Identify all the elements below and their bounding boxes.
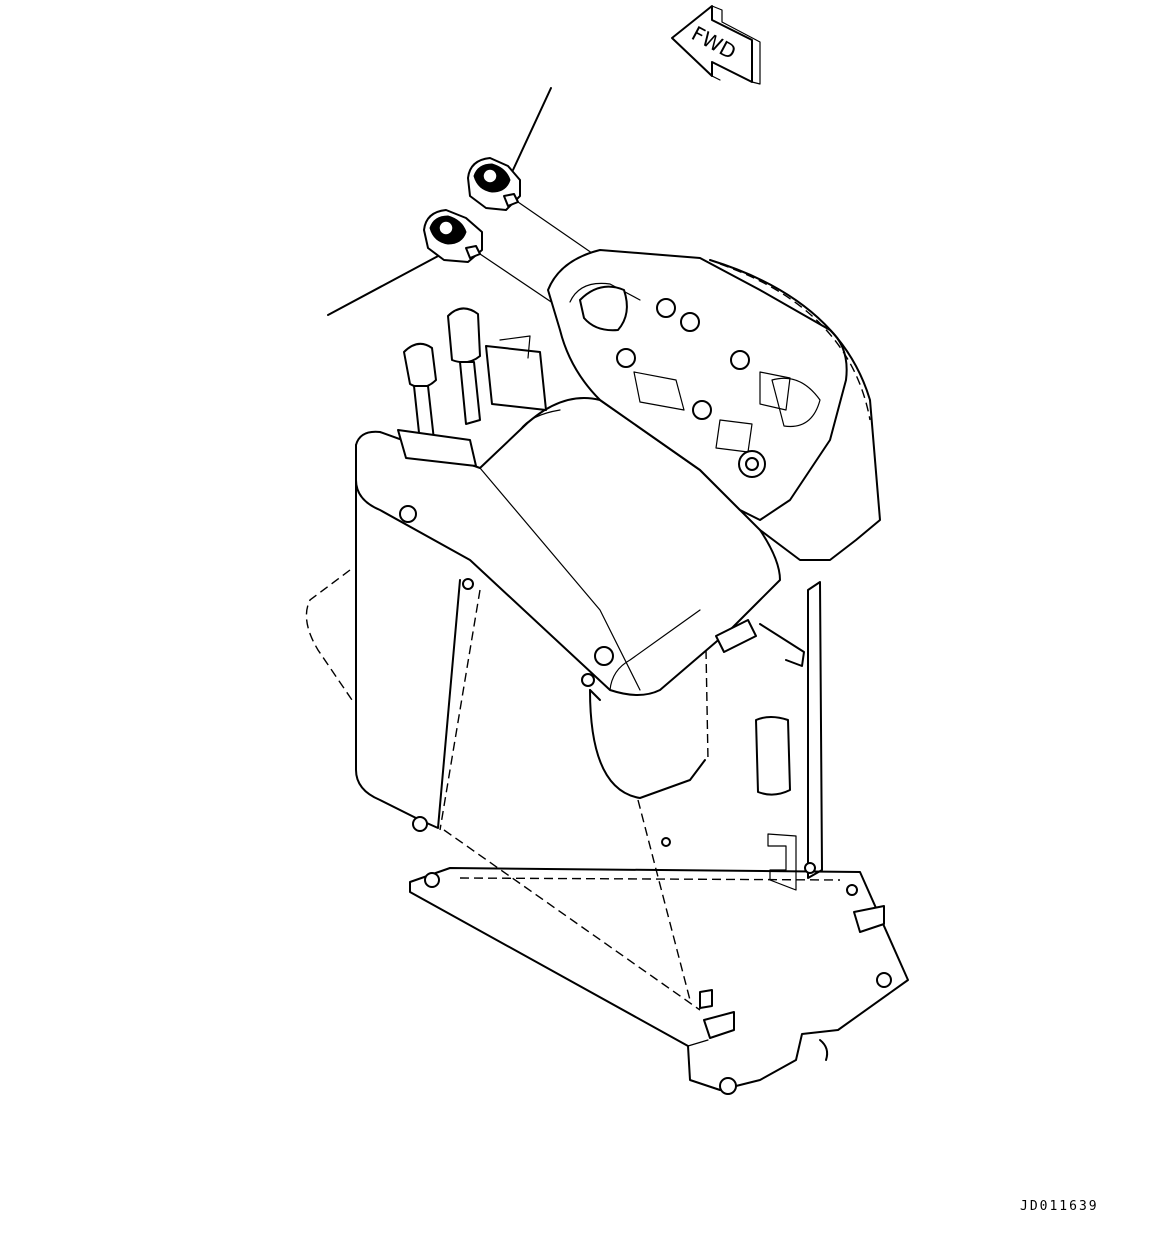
leader-line-lower [327, 254, 441, 316]
console-housing [305, 444, 706, 1011]
control-lever-right [447, 307, 547, 425]
leader-line-upper [512, 87, 552, 171]
switch-upper [467, 157, 521, 211]
control-lever-left [397, 342, 477, 467]
base-plate [409, 867, 909, 1095]
support-column [439, 581, 823, 1001]
instrument-panel [547, 249, 881, 561]
cable-connector [715, 619, 805, 667]
drawing-id: JD011639 [1020, 1199, 1099, 1214]
fwd-arrow-icon: FWD [671, 5, 761, 85]
switch-lower [423, 209, 483, 263]
